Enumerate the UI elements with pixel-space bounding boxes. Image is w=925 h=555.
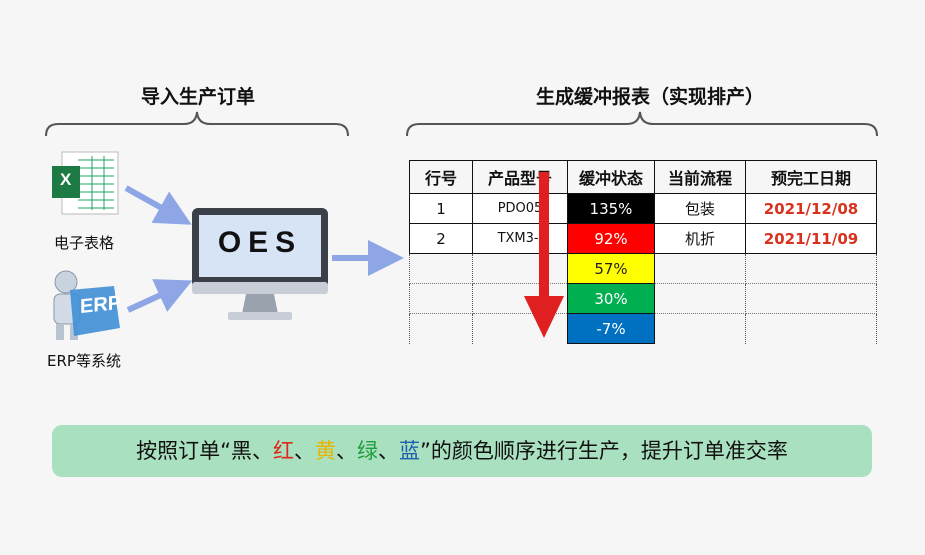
banner-suffix: ”的颜色顺序进行生产，提升订单准交率 (420, 439, 788, 463)
status-cell-red: 92% (567, 223, 655, 254)
empty-cell (409, 253, 473, 284)
cell-process: 包装 (654, 193, 746, 224)
buffer-report-table: 行号 产品型号 缓冲状态 当前流程 预完工日期 1 PDO05 135% 包装 … (409, 160, 877, 344)
empty-cell (654, 283, 746, 314)
empty-cell (654, 313, 746, 344)
right-bracket (406, 111, 878, 137)
status-cell-green: 30% (567, 283, 655, 314)
cell-due-date: 2021/12/08 (745, 193, 877, 224)
erp-arrow (126, 279, 193, 313)
empty-cell (409, 283, 473, 314)
empty-cell (409, 313, 473, 344)
banner-black: 黑 (231, 439, 252, 463)
banner-sep: 、 (336, 439, 357, 463)
excel-glyph: X (60, 170, 72, 189)
banner-sep: 、 (378, 439, 399, 463)
empty-cell (745, 253, 877, 284)
erp-label: ERP等系统 (47, 352, 121, 370)
erp-robot-icon: ERP (44, 266, 124, 342)
banner-sep: 、 (294, 439, 315, 463)
header-due-date: 预完工日期 (745, 160, 877, 194)
import-orders-heading: 导入生产订单 (140, 86, 255, 108)
header-row-no: 行号 (409, 160, 473, 194)
banner-sep: 、 (252, 439, 273, 463)
report-heading: 生成缓冲报表（实现排产） (535, 86, 764, 108)
color-order-banner: 按照订单“黑、红、黄、绿、蓝”的颜色顺序进行生产，提升订单准交率 (52, 425, 872, 477)
cell-row-no: 1 (409, 193, 473, 224)
empty-cell (745, 283, 877, 314)
monitor-icon: OES (192, 208, 328, 326)
spreadsheet-icon: X (48, 150, 120, 216)
banner-red: 红 (273, 439, 294, 463)
status-cell-blue: -7% (567, 313, 655, 344)
banner-prefix: 按照订单“ (136, 439, 231, 463)
table-row: 57% (409, 253, 877, 284)
cell-model: TXM3-I (472, 223, 568, 254)
table-header-row: 行号 产品型号 缓冲状态 当前流程 预完工日期 (409, 160, 877, 194)
table-row: 2 TXM3-I 92% 机折 2021/11/09 (409, 223, 877, 254)
table-row: 30% (409, 283, 877, 314)
status-cell-black: 135% (567, 193, 655, 224)
status-cell-yellow: 57% (567, 253, 655, 284)
priority-down-arrow (524, 172, 564, 338)
cell-row-no: 2 (409, 223, 473, 254)
cell-model: PDO05 (472, 193, 568, 224)
monitor-text: OES (217, 226, 303, 259)
header-model: 产品型号 (472, 160, 568, 194)
header-buffer-status: 缓冲状态 (567, 160, 655, 194)
empty-cell (745, 313, 877, 344)
banner-green: 绿 (357, 439, 378, 463)
left-bracket (45, 111, 349, 137)
cell-process: 机折 (654, 223, 746, 254)
table-row: 1 PDO05 135% 包装 2021/12/08 (409, 193, 877, 224)
banner-yellow: 黄 (315, 439, 336, 463)
excel-label: 电子表格 (53, 234, 114, 252)
excel-arrow (124, 185, 192, 225)
table-row: -7% (409, 313, 877, 344)
banner-blue: 蓝 (399, 439, 420, 463)
cell-due-date: 2021/11/09 (745, 223, 877, 254)
header-current-process: 当前流程 (654, 160, 746, 194)
empty-cell (654, 253, 746, 284)
